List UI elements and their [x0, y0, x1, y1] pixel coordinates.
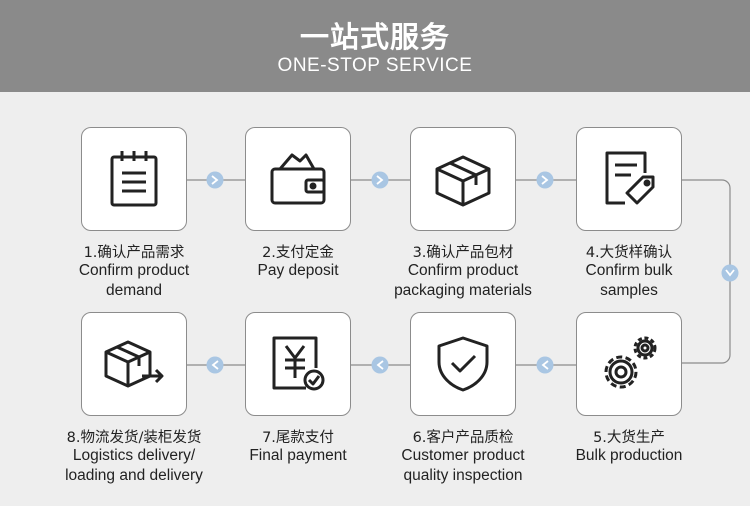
- step-label-cn: 6.客户产品质检: [412, 430, 514, 446]
- header-banner: 一站式服务 ONE-STOP SERVICE: [0, 0, 750, 92]
- step-icon-box: [410, 312, 516, 416]
- step-label-en: Bulk production: [575, 447, 683, 464]
- step-label-cn: 2.支付定金: [262, 245, 334, 261]
- shipping-box-icon: [104, 340, 164, 388]
- arrow-right-icon: [206, 171, 224, 189]
- step-icon-box: [245, 127, 351, 231]
- arrow-right-icon: [536, 171, 554, 189]
- step-icon-box: [81, 127, 187, 231]
- step-icon-box: [576, 127, 682, 231]
- arrow-left-icon: [371, 356, 389, 374]
- step-label-cn: 4.大货样确认: [585, 245, 673, 261]
- arrow-right-icon: [371, 171, 389, 189]
- arrow-left-icon: [206, 356, 224, 374]
- step-icon-box: [410, 127, 516, 231]
- shield-check-icon: [437, 336, 489, 392]
- arrow-down-icon: [721, 264, 739, 282]
- step-icon-box: [245, 312, 351, 416]
- step-label-en: Final payment: [249, 447, 347, 464]
- step-label-en: Logistics delivery/loading and delivery: [65, 447, 203, 484]
- page-title: 一站式服务: [299, 20, 450, 54]
- arrow-left-icon: [536, 356, 554, 374]
- document-tag-icon: [605, 151, 655, 205]
- step-label-en: Pay deposit: [257, 262, 339, 279]
- step-label-cn: 8.物流发货/装柜发货: [66, 430, 202, 446]
- step-label-cn: 5.大货生产: [593, 430, 665, 446]
- gears-icon: [604, 336, 657, 389]
- step-icon-box: [576, 312, 682, 416]
- step-label-cn: 7.尾款支付: [262, 430, 334, 446]
- step-icon-box: [81, 312, 187, 416]
- step-label-cn: 3.确认产品包材: [412, 245, 514, 261]
- yen-invoice-icon: [272, 336, 325, 391]
- step-label-cn: 1.确认产品需求: [83, 245, 185, 261]
- page-subtitle: ONE-STOP SERVICE: [277, 55, 473, 76]
- wallet-icon: [270, 153, 326, 205]
- clipboard-icon: [110, 151, 158, 207]
- box-icon: [435, 155, 491, 207]
